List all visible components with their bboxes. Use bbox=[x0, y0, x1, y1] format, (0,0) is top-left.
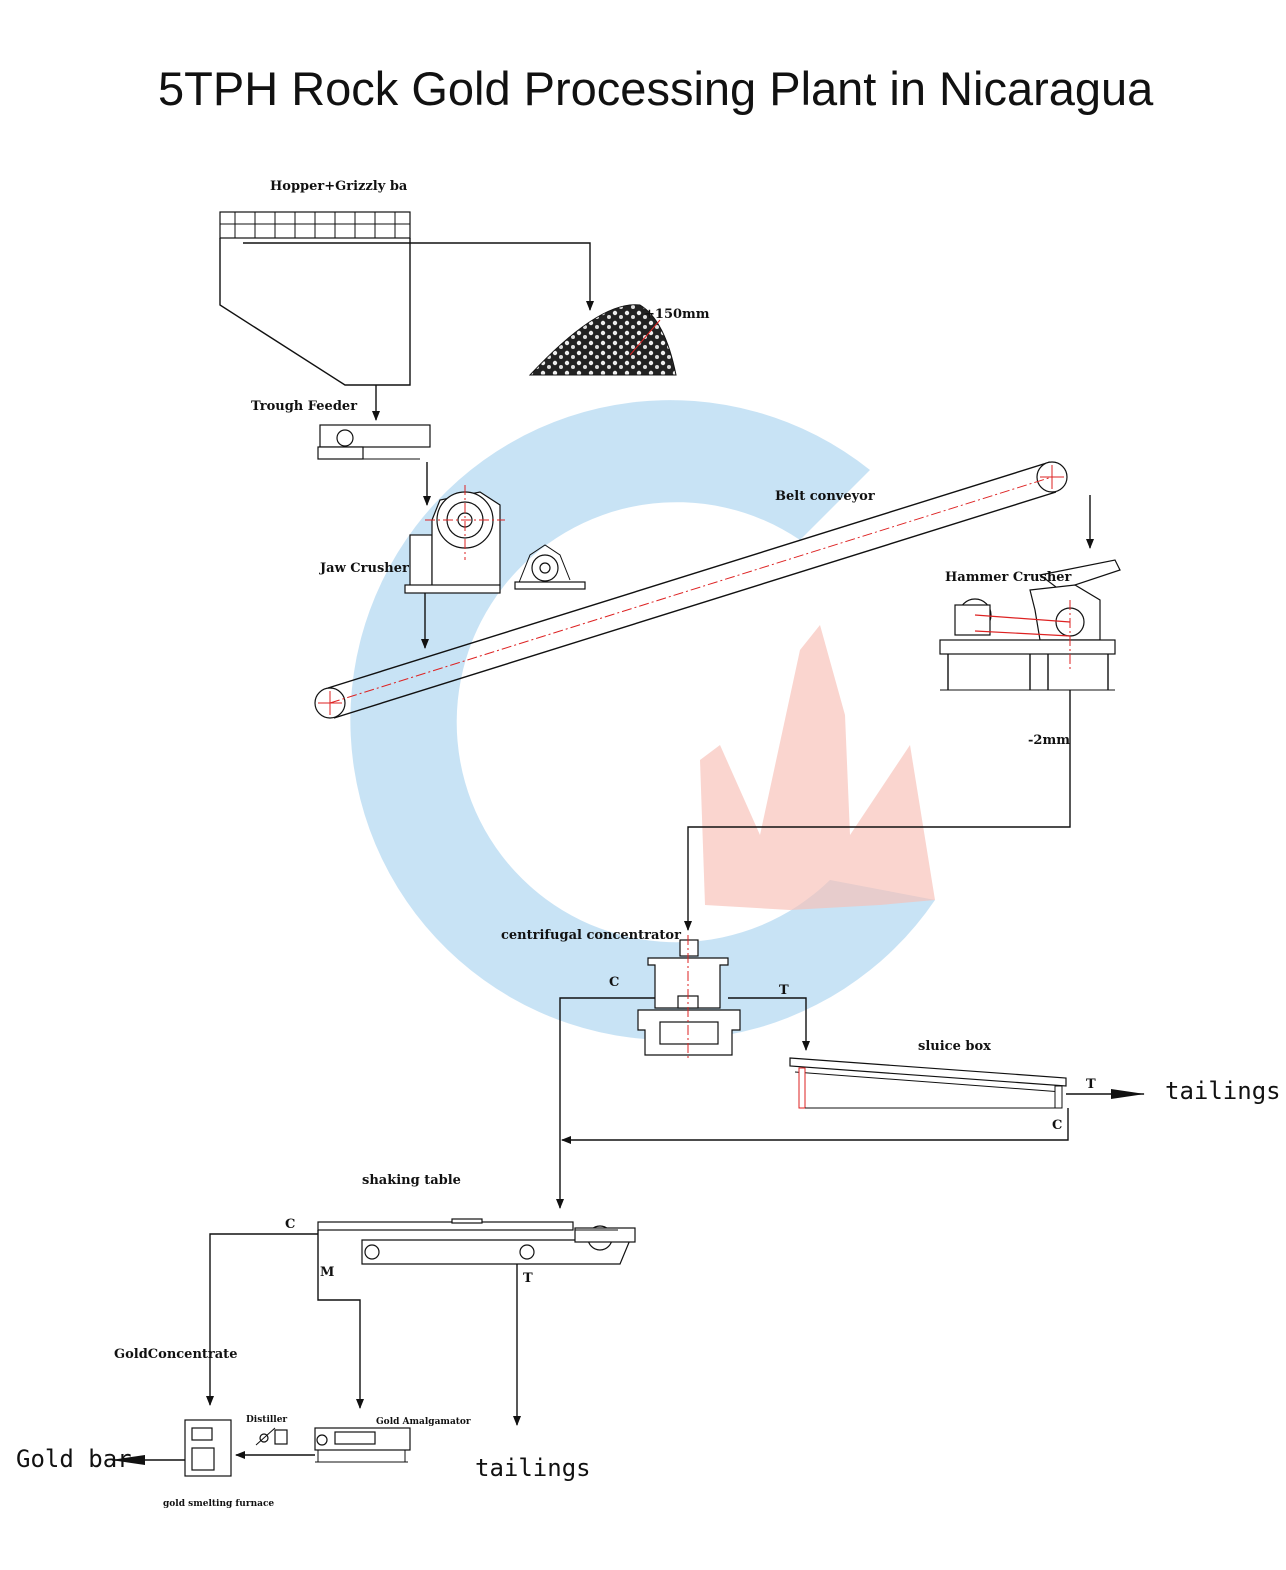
hammer-to-centrifugal-line bbox=[684, 690, 1071, 931]
hammer-crusher bbox=[939, 559, 1121, 691]
centrifugal-to-sluice-line bbox=[728, 997, 810, 1051]
table-to-amalgamator-line bbox=[317, 1230, 364, 1409]
jaw-crusher-label: Jaw Crusher bbox=[319, 561, 409, 576]
sluice-c-mark: C bbox=[1052, 1118, 1062, 1133]
belt-conveyor bbox=[314, 461, 1068, 719]
gold-bar-output: Gold bar bbox=[16, 1445, 132, 1473]
table-t-mark: T bbox=[523, 1271, 533, 1286]
sluice-box-label: sluice box bbox=[918, 1039, 991, 1054]
furnace-label: gold smelting furnace bbox=[163, 1499, 274, 1509]
trough-feeder bbox=[317, 424, 431, 460]
amalgamator-label: Gold Amalgamator bbox=[376, 1417, 471, 1427]
tailings-output-1: tailings bbox=[1165, 1077, 1281, 1105]
oversize-flow-line bbox=[243, 242, 594, 311]
hammer-crusher-label: Hammer Crusher bbox=[945, 570, 1072, 585]
sluice-box bbox=[789, 1057, 1067, 1109]
centrifugal-concentrator bbox=[637, 935, 741, 1060]
table-c-mark: C bbox=[285, 1217, 295, 1232]
centrifugal-c-mark: C bbox=[609, 975, 619, 990]
hopper-grizzly bbox=[219, 211, 411, 386]
hopper-label: Hopper+Grizzly ba bbox=[270, 179, 408, 194]
trough-feeder-label: Trough Feeder bbox=[251, 399, 357, 414]
belt-conveyor-label: Belt conveyor bbox=[775, 489, 875, 504]
oversize-label: +150mm bbox=[644, 307, 710, 322]
sluice-to-table-line bbox=[561, 1108, 1069, 1144]
shaking-table bbox=[317, 1218, 636, 1265]
distiller-label: Distiller bbox=[246, 1415, 287, 1425]
jaw-crusher bbox=[404, 485, 586, 594]
shaking-table-label: shaking table bbox=[362, 1173, 461, 1188]
page-title: 5TPH Rock Gold Processing Plant in Nicar… bbox=[158, 62, 1154, 115]
table-to-furnace-line bbox=[206, 1233, 318, 1406]
gold-concentrate-label: GoldConcentrate bbox=[114, 1347, 237, 1362]
oversize-rock-pile bbox=[528, 304, 677, 376]
oversize-leader-line bbox=[629, 319, 661, 356]
gold-amalgamator bbox=[314, 1427, 411, 1463]
centrifugal-label: centrifugal concentrator bbox=[501, 928, 681, 943]
gold-smelting-furnace bbox=[184, 1419, 232, 1477]
centrifugal-to-table-line bbox=[556, 997, 655, 1209]
table-m-mark: M bbox=[320, 1265, 334, 1280]
distiller bbox=[255, 1427, 288, 1446]
centrifugal-t-mark: T bbox=[779, 983, 789, 998]
product-size-label: -2mm bbox=[1028, 733, 1070, 748]
tailings-output-2: tailings bbox=[475, 1454, 591, 1482]
sluice-t-mark: T bbox=[1086, 1077, 1096, 1092]
